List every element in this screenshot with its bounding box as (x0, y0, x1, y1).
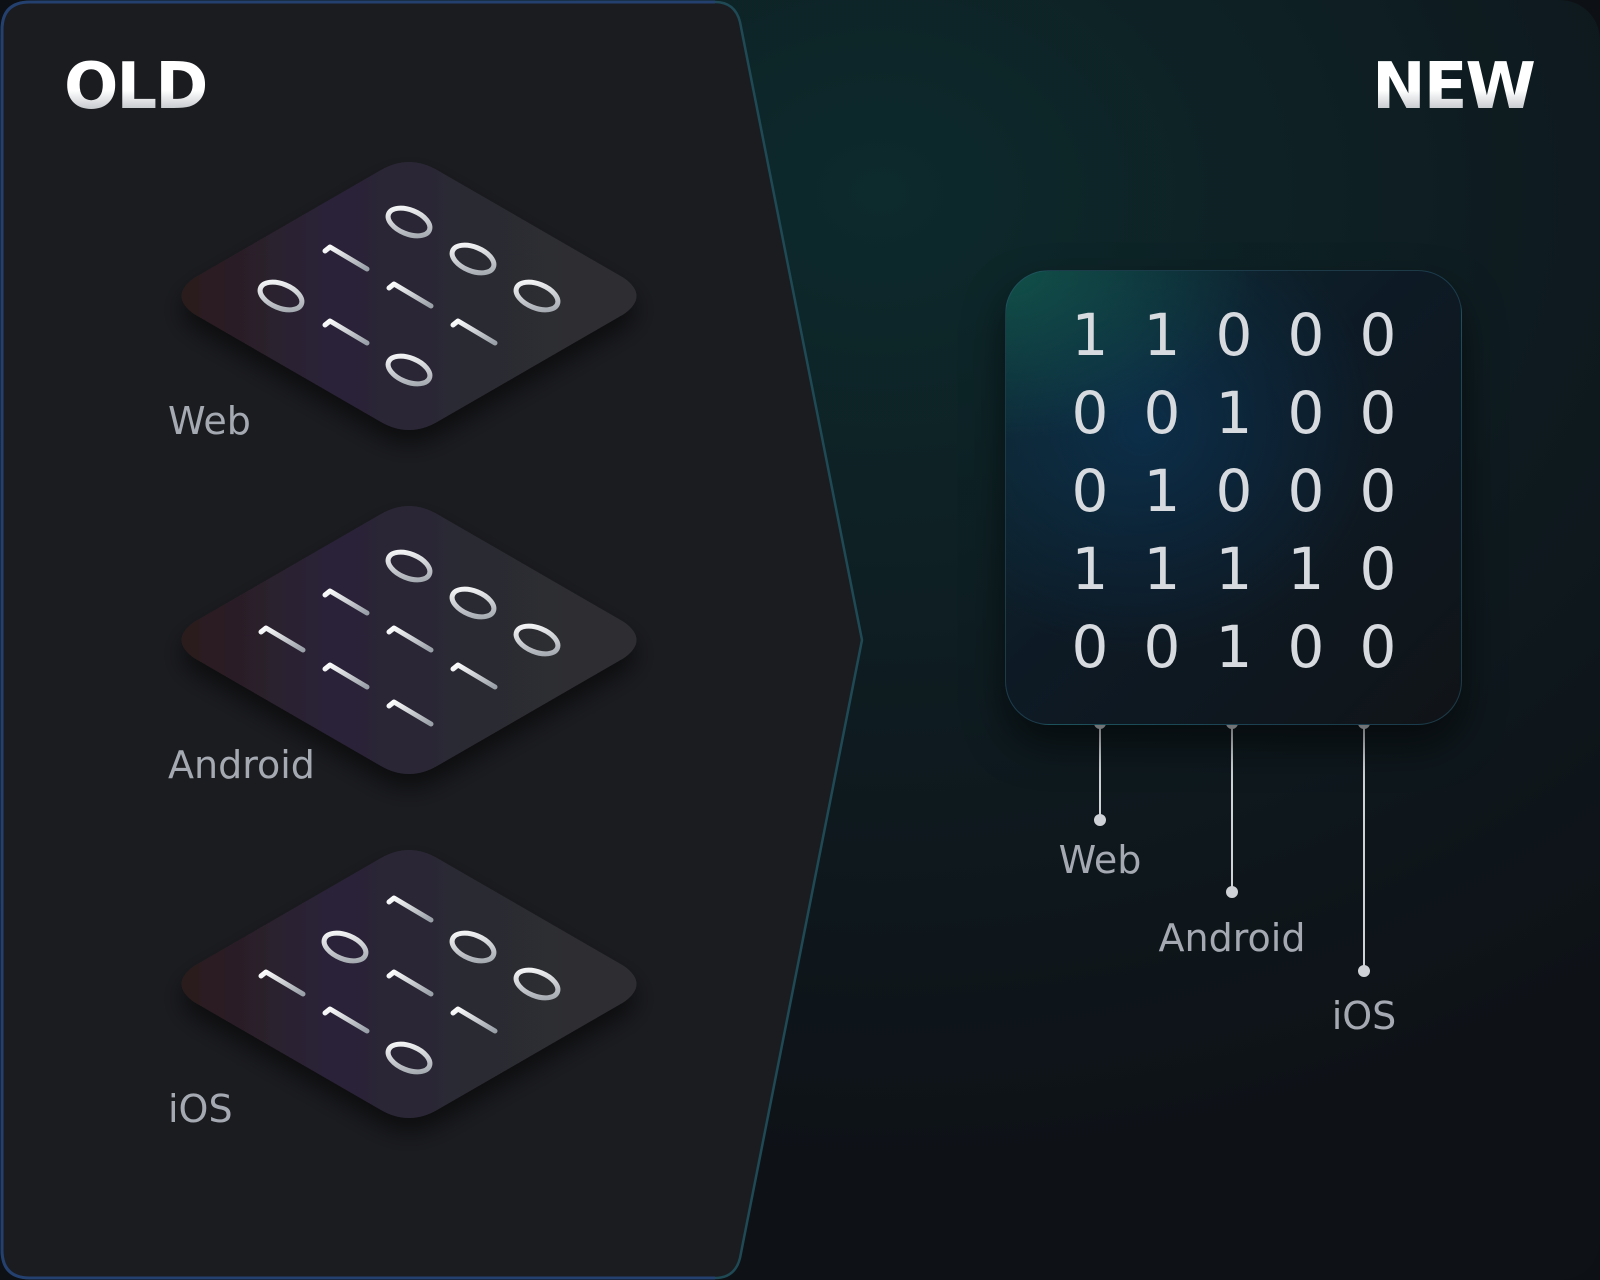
diamond-ios (181, 850, 637, 1118)
matrix-cell: 1 (1215, 535, 1253, 603)
matrix-cell: 0 (1071, 379, 1109, 447)
diamond-web-bit-zero (449, 242, 497, 276)
diamond-ios-bit-one (386, 969, 434, 997)
matrix-cell: 0 (1359, 457, 1397, 525)
matrix-cell: 0 (1071, 457, 1109, 525)
old-label-ios: iOS (168, 1087, 233, 1131)
diamond-web-bit-zero (513, 279, 561, 313)
matrix-cell: 0 (1215, 457, 1253, 525)
old-panel-edge (0, 0, 715, 1280)
diamond-web-bit-zero (385, 205, 433, 239)
diamond-ios-bit-zero (449, 930, 497, 964)
diamond-web-bit-one (322, 318, 370, 346)
connector-ios-bottom-dot (1358, 965, 1370, 977)
diamond-ios-bit-zero (321, 930, 369, 964)
old-platform-diamonds (181, 162, 637, 1118)
matrix-cell: 0 (1287, 379, 1325, 447)
diamond-android-bit-zero (385, 549, 433, 583)
new-title: NEW (1372, 50, 1536, 124)
diamond-android-bit-one (386, 699, 434, 727)
old-label-android: Android (168, 743, 315, 787)
diamond-android-bit-one (322, 662, 370, 690)
diamond-android-bit-zero (513, 623, 561, 657)
matrix-cell: 0 (1071, 613, 1109, 681)
matrix-cell: 0 (1287, 613, 1325, 681)
diamond-web-bit-one (322, 244, 370, 272)
matrix-cell: 1 (1215, 379, 1253, 447)
matrix-cell: 0 (1143, 379, 1181, 447)
diamond-ios-bit-one (322, 1006, 370, 1034)
diamond-ios-bit-one (450, 1006, 498, 1034)
connector-web-bottom-dot (1094, 814, 1106, 826)
diamond-ios-bit-zero (385, 1041, 433, 1075)
diamond-ios-bit-zero (513, 967, 561, 1001)
matrix-cell: 0 (1215, 301, 1253, 369)
matrix-cell: 1 (1071, 535, 1109, 603)
old-title: OLD (64, 50, 208, 124)
matrix-cell: 0 (1359, 535, 1397, 603)
diamond-android-bit-one (258, 625, 306, 653)
diamond-android-bit-one (386, 625, 434, 653)
diamond-ios-tile (181, 850, 637, 1118)
matrix-cell: 1 (1215, 613, 1253, 681)
matrix-cell: 1 (1071, 301, 1109, 369)
diamond-android-bit-zero (449, 586, 497, 620)
matrix-cell: 1 (1143, 457, 1181, 525)
diamond-android-bit-one (450, 662, 498, 690)
new-label-android: Android (1158, 916, 1306, 960)
matrix-cell: 0 (1287, 301, 1325, 369)
diamond-ios-bit-one (386, 895, 434, 923)
new-label-ios: iOS (1331, 994, 1397, 1038)
connector-android-bottom-dot (1226, 886, 1238, 898)
old-label-web: Web (168, 399, 251, 443)
matrix-cell: 0 (1359, 301, 1397, 369)
matrix-cell: 0 (1287, 457, 1325, 525)
diamond-web-bit-one (386, 281, 434, 309)
matrix-cell: 1 (1143, 301, 1181, 369)
matrix-cell: 0 (1359, 613, 1397, 681)
diamond-android (181, 506, 637, 774)
diamond-web-bit-one (450, 318, 498, 346)
diamond-android-bit-one (322, 588, 370, 616)
diamond-ios-bit-one (258, 969, 306, 997)
diamond-android-tile (181, 506, 637, 774)
new-label-web: Web (1058, 838, 1142, 882)
matrix-cell: 0 (1143, 613, 1181, 681)
diamond-web-bit-zero (385, 353, 433, 387)
matrix-cell: 1 (1143, 535, 1181, 603)
matrix-cell: 1 (1287, 535, 1325, 603)
diamond-web-bit-zero (257, 279, 305, 313)
matrix-cell: 0 (1359, 379, 1397, 447)
diamond-web-tile (181, 162, 637, 430)
diamond-web (181, 162, 637, 430)
